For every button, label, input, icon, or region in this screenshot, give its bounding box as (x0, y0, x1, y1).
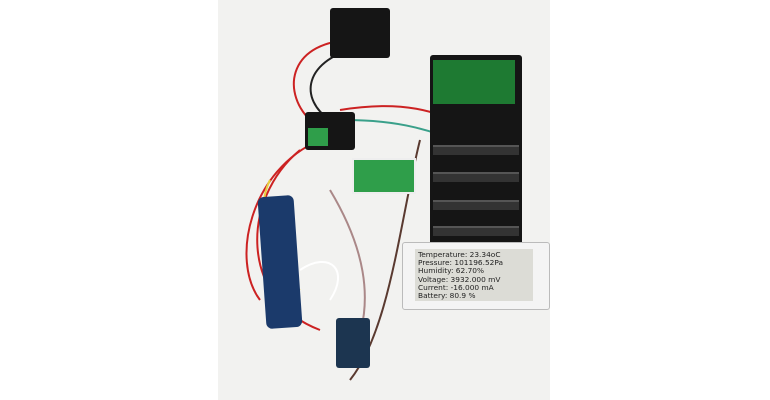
header-row (433, 226, 519, 236)
sensor-module-top (330, 8, 390, 58)
header-row (433, 200, 519, 210)
header-row (433, 172, 519, 182)
current-sensor-module (336, 318, 370, 368)
e-paper-screen: Temperature: 23.34oC Pressure: 101196.52… (415, 249, 533, 301)
humidity-line: Humidity: 62.70% (418, 266, 484, 276)
e-paper-display: Temperature: 23.34oC Pressure: 101196.52… (402, 242, 550, 310)
pressure-line: Pressure: 101196.52Pa (418, 258, 504, 268)
terminal-block (308, 128, 328, 146)
header-row (433, 145, 519, 155)
current-line: Current: -16.000 mA (418, 282, 494, 292)
breakout-board (352, 158, 416, 194)
battery-line: Battery: 80.9 % (418, 291, 476, 301)
voltage-line: Voltage: 3932.000 mV (418, 274, 501, 284)
raspberry-pi-pico (433, 60, 515, 104)
temperature-line: Temperature: 23.34oC (418, 250, 501, 259)
